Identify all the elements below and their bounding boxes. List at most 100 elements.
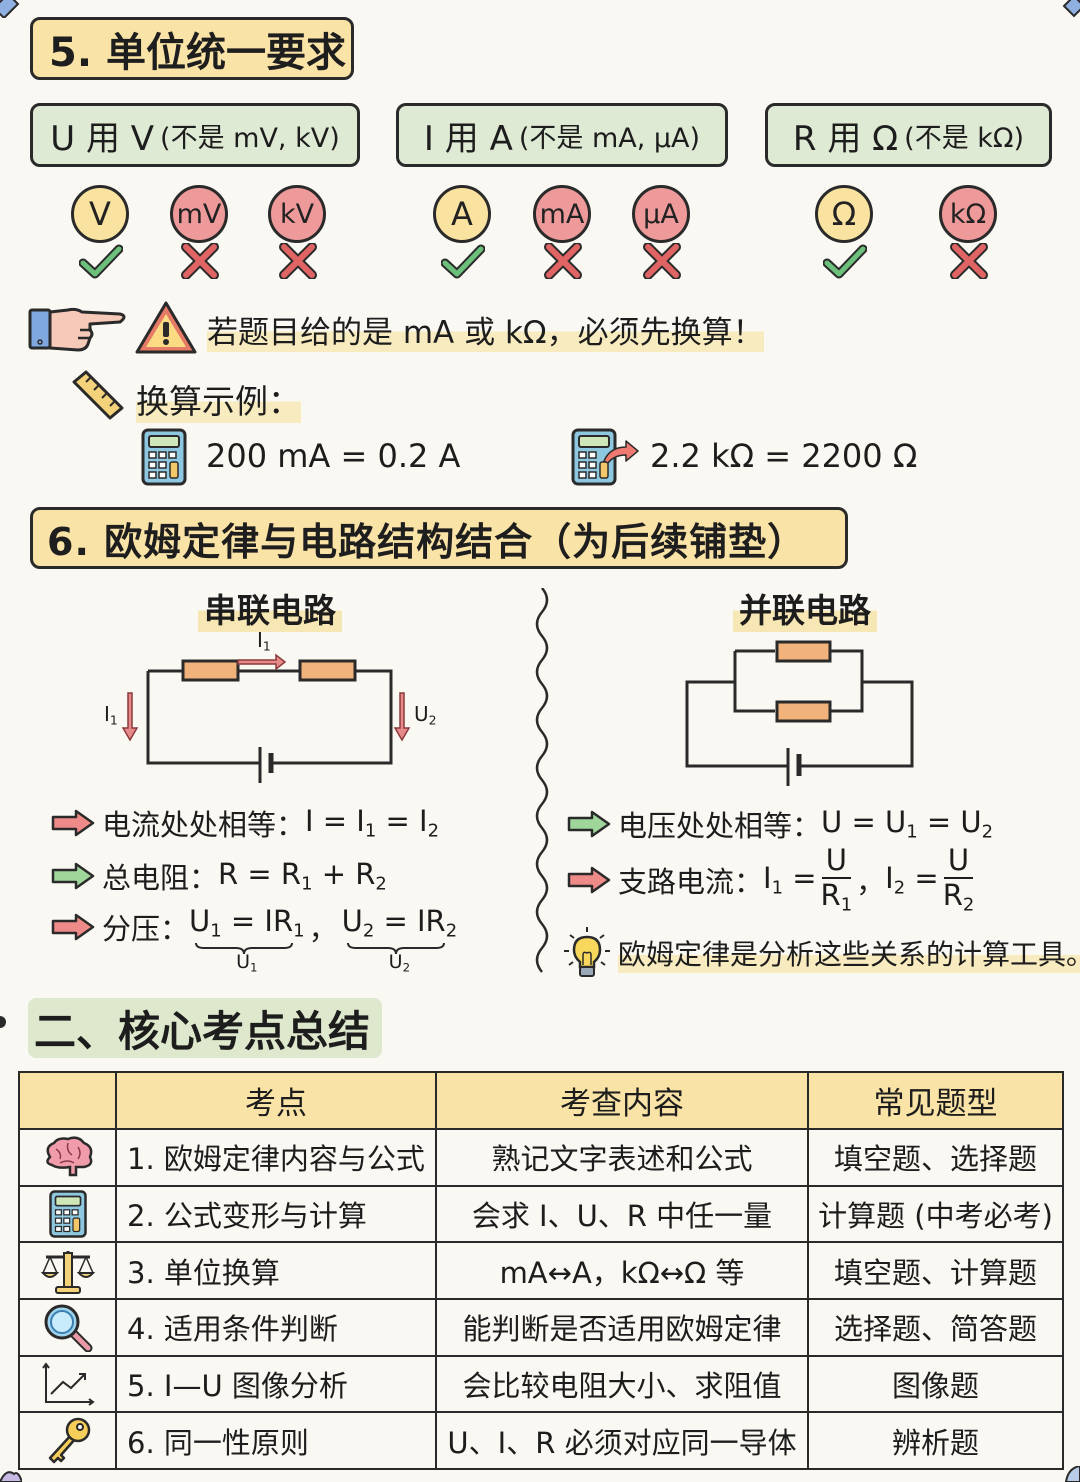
section-6-title: 6. 欧姆定律与电路结构结合（为后续铺垫） [30,507,848,569]
summary-table: 考点 考查内容 常见题型 1. 欧姆定律内容与公式 熟记文字表述和公式 填空题、… [18,1071,1064,1471]
cross-icon [181,243,219,279]
cross-icon [643,243,681,279]
unit-rule-main: I 用 A [423,118,513,159]
formula: R = R1 + R2 [218,857,387,895]
formula-with-brace: U1 = IR1 U1 [189,904,305,975]
line-graph-icon [41,1362,95,1406]
unit-circle-wrong: kV [268,185,326,243]
series-bullet-resistance: 总电阻： R = R1 + R2 [50,855,387,897]
table-row: 4. 适用条件判断 能判断是否适用欧姆定律 选择题、简答题 [18,1298,1064,1357]
corner-decoration-icon [0,0,20,18]
table-header-row: 考点 考查内容 常见题型 [18,1071,1064,1130]
arrow-right-icon [567,810,611,838]
topic-cell: 1. 欧姆定律内容与公式 [115,1128,437,1187]
parallel-circuit-diagram [685,640,914,786]
type-cell: 辨析题 [807,1411,1064,1471]
lightbulb-icon [564,927,610,977]
unit-rule-voltage: U 用 V (不是 mV, kV) [30,103,360,167]
parallel-bullet-voltage: 电压处处相等： U = U1 = U2 [566,803,993,845]
unit-circle-wrong: mV [170,185,228,243]
type-cell: 填空题、选择题 [807,1128,1064,1187]
content-cell: mA↔A，kΩ↔Ω 等 [435,1241,809,1301]
table-row: 3. 单位换算 mA↔A，kΩ↔Ω 等 填空题、计算题 [18,1241,1064,1301]
table-row: 5. I—U 图像分析 会比较电阻大小、求阻值 图像题 [18,1354,1064,1414]
magnifier-icon [44,1304,92,1353]
check-icon [441,244,485,279]
calculator-convert-icon [571,428,639,486]
key-icon [48,1417,90,1464]
warning-icon [135,301,197,354]
formula: U = U1 = U2 [821,805,994,843]
section-5-title: 5. 单位统一要求 [30,17,354,80]
balance-scale-icon [40,1250,95,1294]
series-top-current-label: I1 [257,628,271,654]
check-icon [79,244,123,279]
summary-title: 二、核心考点总结 [28,998,383,1058]
topic-cell: 4. 适用条件判断 [115,1298,437,1357]
brain-icon [45,1136,92,1177]
topic-cell: 2. 公式变形与计算 [115,1184,437,1244]
arrow-right-icon [567,866,611,894]
parallel-tip: 欧姆定律是分析这些关系的计算工具。 [562,925,1080,981]
formula: I1 = [763,861,817,899]
header-content: 考查内容 [435,1071,809,1130]
arrow-right-icon [51,913,95,941]
header-icon-col [18,1071,117,1130]
cross-icon [279,243,317,279]
series-circuit-title: 串联电路 [198,584,342,632]
unit-rule-current: I 用 A (不是 mA, μA) [396,103,728,167]
side-dot [0,1016,6,1028]
formula: I2 = [885,861,939,899]
unit-circle-wrong: μA [632,185,690,243]
content-cell: 会比较电阻大小、求阻值 [435,1354,809,1414]
topic-cell: 5. I—U 图像分析 [115,1354,437,1414]
series-right-voltage-label: U2 [414,702,437,728]
cross-icon [950,243,988,279]
pointing-hand-icon [28,307,126,352]
cross-icon [544,243,582,279]
check-icon [823,244,867,279]
calculator-icon [141,428,187,486]
corner-decoration-icon [1064,1466,1080,1482]
arrow-right-icon [51,809,95,837]
unit-circle-wrong: kΩ [939,185,997,243]
formula-with-brace: U2 = IR2 U2 [341,904,458,975]
topic-cell: 6. 同一性原则 [115,1411,437,1471]
content-cell: 能判断是否适用欧姆定律 [435,1298,809,1357]
arrow-right-icon [51,862,95,890]
conversion-example: 2.2 kΩ = 2200 Ω [650,437,918,475]
header-type: 常见题型 [807,1071,1064,1130]
corner-decoration-icon [1062,0,1080,18]
unit-circle-correct: V [71,185,129,243]
type-cell: 填空题、计算题 [807,1241,1064,1301]
header-topic: 考点 [115,1071,437,1130]
parallel-circuit-title: 并联电路 [733,584,877,632]
conversion-example: 200 mA = 0.2 A [206,437,461,475]
example-label: 换算示例： [136,375,301,423]
warning-text: 若题目给的是 mA 或 kΩ，必须先换算！ [207,307,764,352]
table-row: 2. 公式变形与计算 会求 I、U、R 中任一量 计算题 (中考必考) [18,1184,1064,1244]
table-row: 6. 同一性原则 U、I、R 必须对应同一导体 辨析题 [18,1411,1064,1471]
unit-circle-correct: Ω [815,185,873,243]
unit-circle-wrong: mA [533,185,591,243]
unit-rule-main: U 用 V [50,118,155,159]
content-cell: U、I、R 必须对应同一导体 [435,1411,809,1471]
calculator-icon [48,1190,87,1238]
unit-rule-sub: (不是 mA, μA) [518,122,701,154]
type-cell: 计算题 (中考必考) [807,1184,1064,1244]
corner-decoration-icon [0,1471,22,1482]
unit-circle-correct: A [433,185,491,243]
unit-rule-sub: (不是 kΩ) [904,122,1025,154]
type-cell: 图像题 [807,1354,1064,1414]
formula: I = I1 = I2 [305,804,440,842]
table-row: 1. 欧姆定律内容与公式 熟记文字表述和公式 填空题、选择题 [18,1128,1064,1187]
series-left-current-label: I1 [104,702,118,728]
unit-rule-sub: (不是 mV, kV) [160,122,340,154]
series-circuit-diagram [121,653,411,783]
ruler-icon [72,370,124,420]
wavy-divider [535,588,549,973]
topic-cell: 3. 单位换算 [115,1241,437,1301]
series-bullet-voltage-divide: 分压： U1 = IR1 U1 ， U2 = IR2 U2 [50,904,458,975]
